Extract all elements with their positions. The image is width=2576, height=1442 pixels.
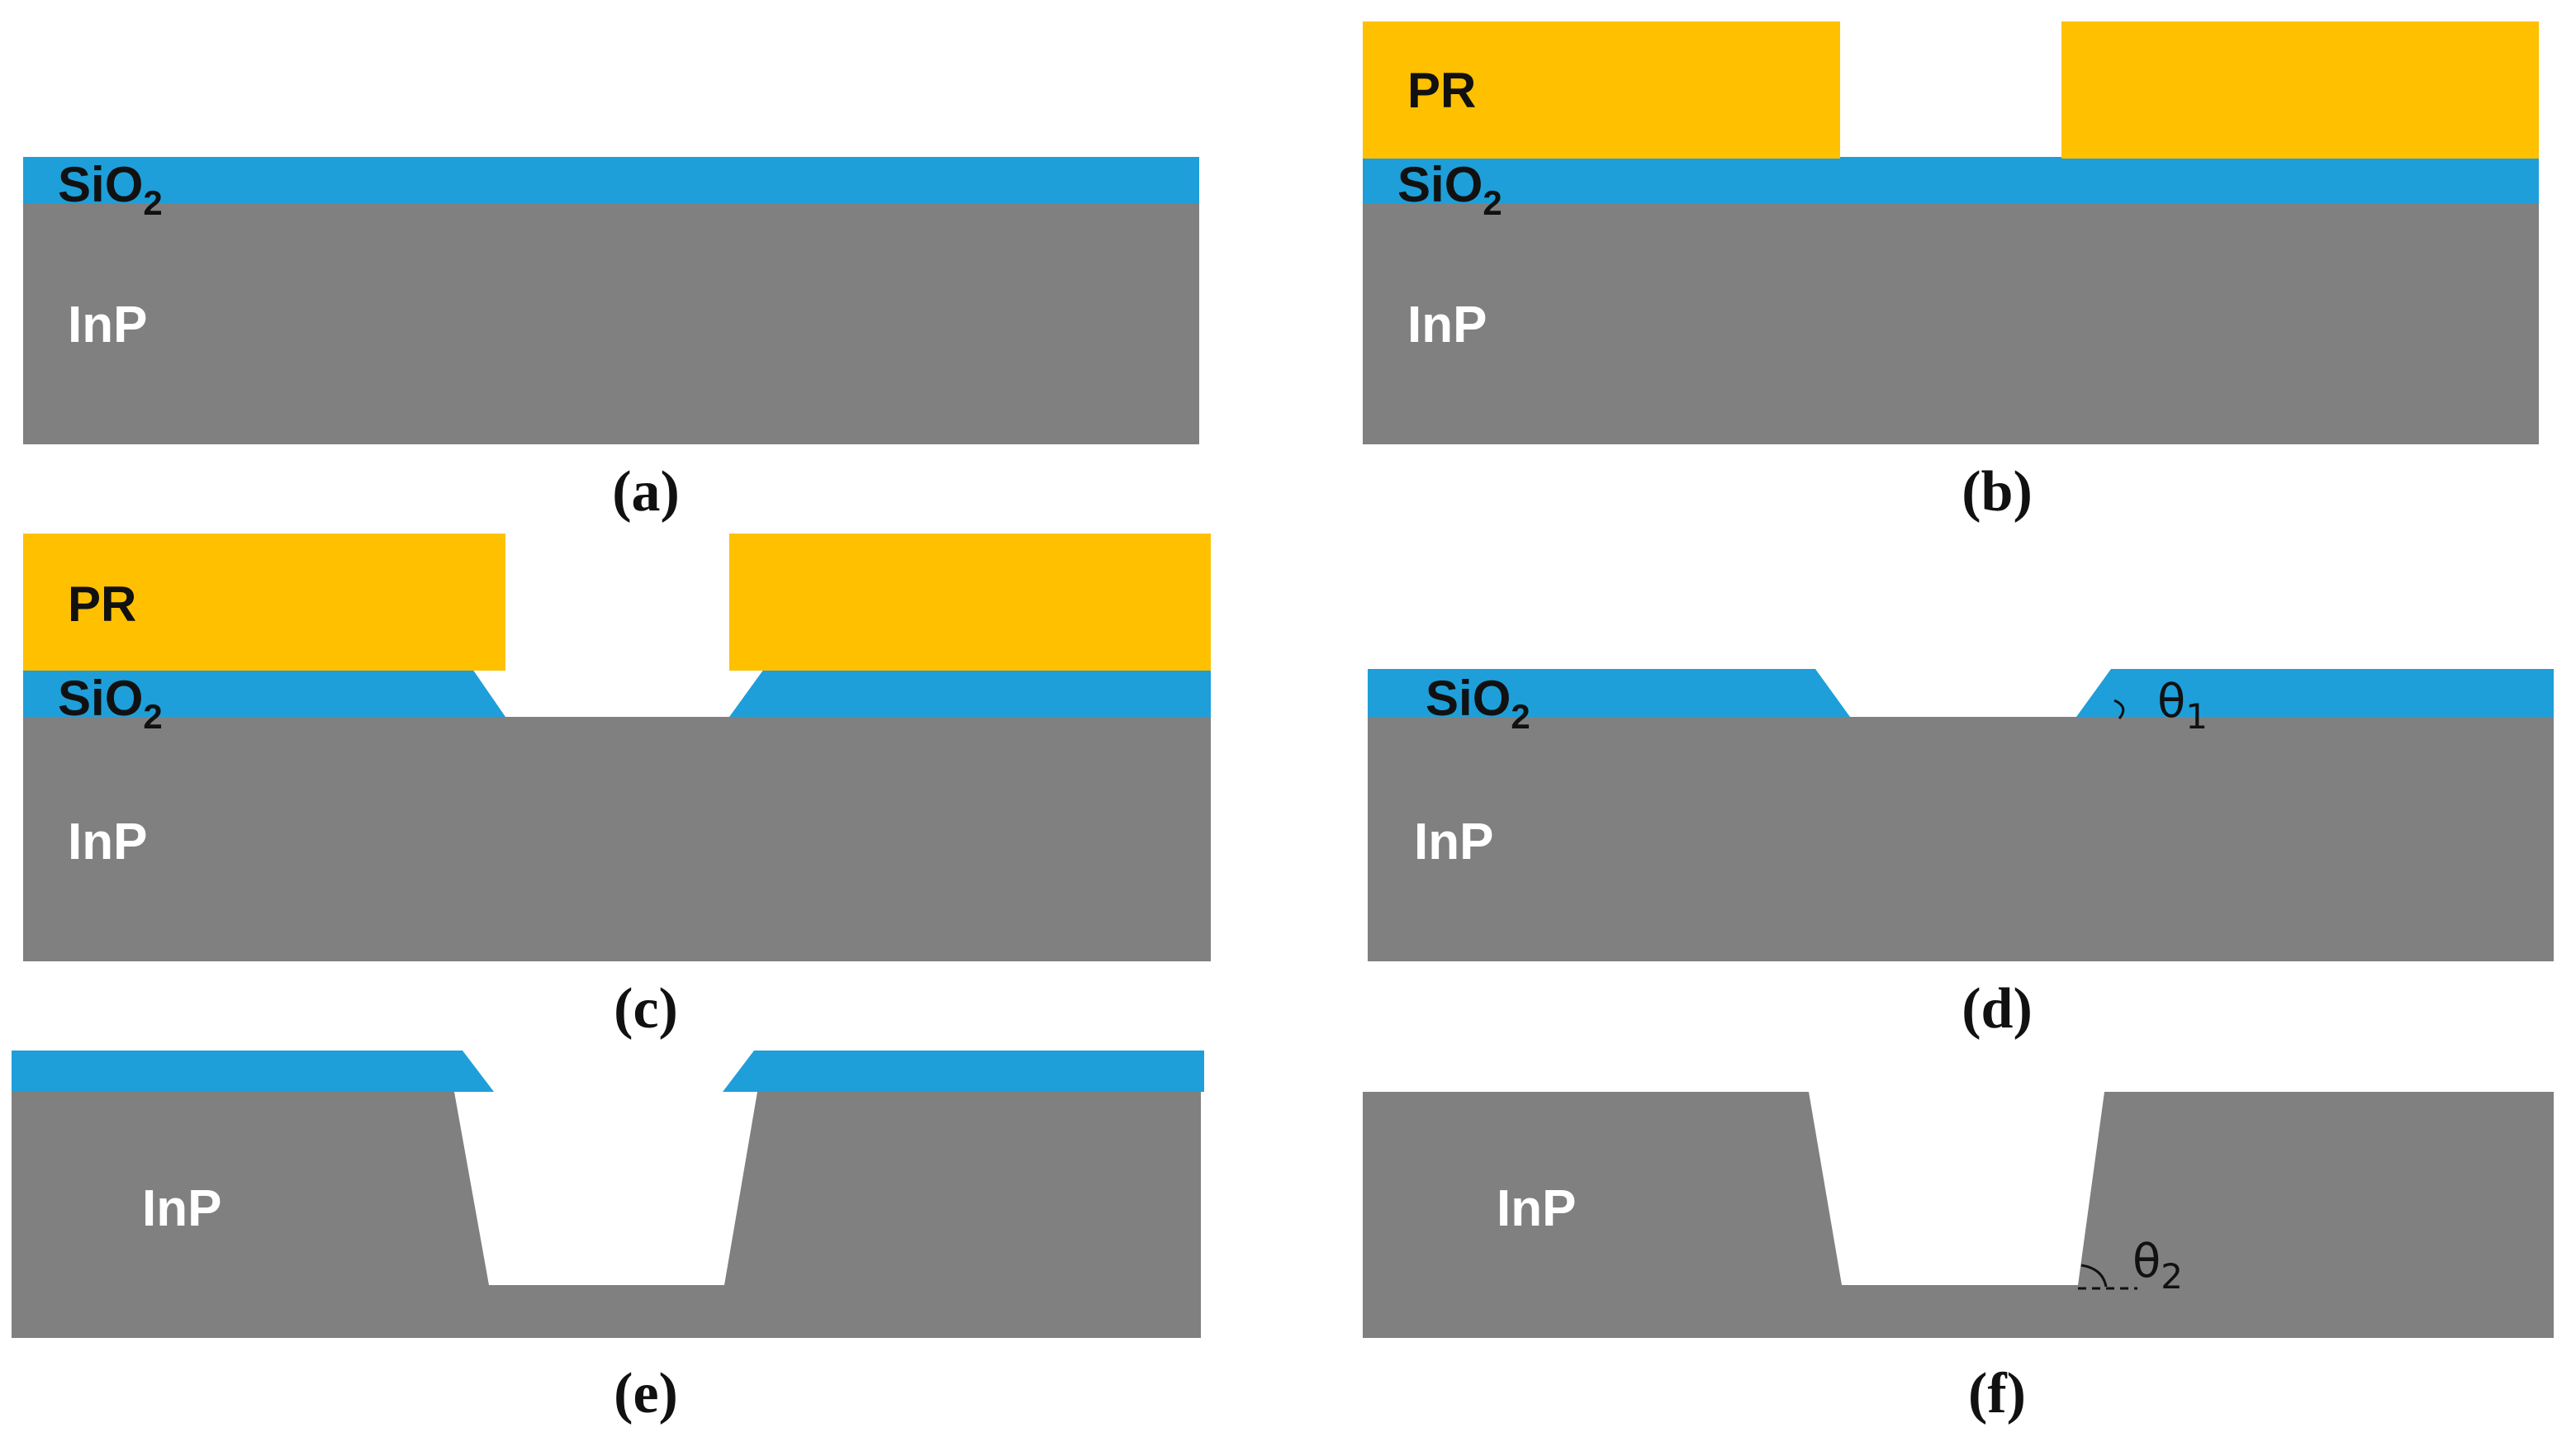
- inp-substrate: [1363, 203, 2539, 444]
- inp-substrate: [1368, 717, 2554, 961]
- panel-caption: (f): [1968, 1362, 2026, 1425]
- sio2-label: SiO2: [58, 157, 163, 222]
- sio2-layer-left: [1368, 669, 1850, 717]
- panel-b: PR SiO2 InP (b): [1363, 21, 2539, 524]
- inp-substrate: [23, 203, 1199, 444]
- panel-d: SiO2 θ1 InP (d): [1368, 669, 2554, 1041]
- inp-label: InP: [1497, 1180, 1576, 1237]
- panel-caption: (d): [1962, 977, 2033, 1041]
- sio2-layer: [23, 157, 1199, 203]
- panel-caption: (b): [1962, 460, 2033, 524]
- pr-label: PR: [68, 576, 136, 632]
- inp-label: InP: [1407, 296, 1487, 353]
- photoresist-right: [2061, 21, 2539, 159]
- inp-label: InP: [1414, 813, 1493, 870]
- photoresist-left: [23, 534, 505, 671]
- inp-etched-substrate: [1363, 1092, 2554, 1338]
- sio2-label: SiO2: [1397, 157, 1502, 222]
- panel-caption: (a): [612, 460, 680, 524]
- inp-label: InP: [68, 296, 147, 353]
- panel-f: θ2 InP (f): [1363, 1092, 2554, 1425]
- photoresist-right: [729, 534, 1211, 671]
- inp-substrate: [23, 717, 1211, 961]
- theta2-label: θ2: [2132, 1235, 2183, 1297]
- sio2-mask-left: [12, 1051, 494, 1092]
- sio2-label: SiO2: [1426, 671, 1530, 736]
- sio2-layer-right: [729, 669, 1211, 717]
- sio2-mask-right: [723, 1051, 1204, 1092]
- panel-caption: (e): [614, 1362, 678, 1425]
- photoresist-left: [1363, 21, 1840, 159]
- inp-label: InP: [68, 813, 147, 870]
- panel-e: InP (e): [12, 1051, 1204, 1425]
- panel-a: SiO2 InP (a): [23, 157, 1199, 524]
- panel-c: PR SiO2 InP (c): [23, 534, 1211, 1041]
- panel-caption: (c): [614, 977, 678, 1041]
- pr-label: PR: [1407, 63, 1476, 118]
- sio2-label: SiO2: [58, 671, 163, 736]
- theta2-angle-arc: [2080, 1264, 2108, 1288]
- sio2-layer-left: [23, 669, 505, 717]
- theta1-label: θ1: [2157, 675, 2208, 737]
- sio2-layer: [1363, 157, 2539, 203]
- sio2-layer-right: [2076, 669, 2554, 717]
- inp-etched-substrate: [12, 1092, 1201, 1338]
- theta1-angle-arc: [2113, 699, 2125, 719]
- inp-label: InP: [142, 1180, 221, 1237]
